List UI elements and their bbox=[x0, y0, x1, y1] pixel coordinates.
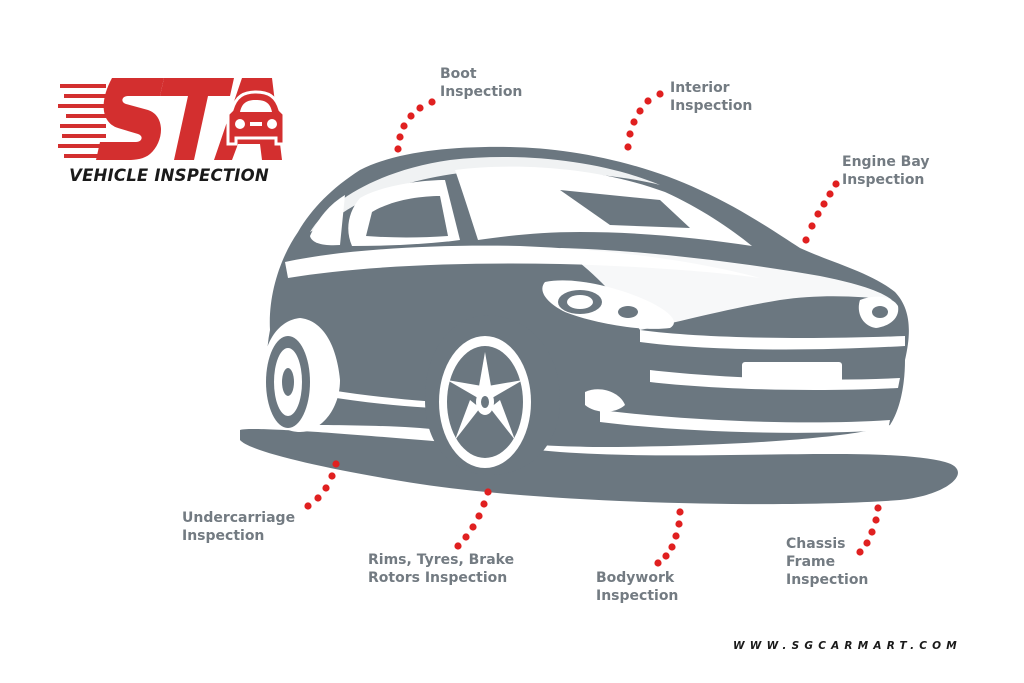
callout-line: Undercarriage bbox=[182, 510, 296, 526]
fog-light bbox=[585, 389, 625, 412]
callout-line: Rims, Tyres, Brake bbox=[368, 552, 515, 568]
callout-bodywork-inspection: Bodywork Inspection bbox=[596, 569, 678, 605]
callout-line: Rotors Inspection bbox=[368, 570, 508, 586]
callout-chassis-frame-inspection: Chassis Frame Inspection bbox=[786, 535, 868, 589]
callout-line: Inspection bbox=[182, 528, 265, 544]
callout-line: Boot bbox=[440, 66, 477, 82]
car-icon bbox=[226, 90, 286, 146]
website-url: WWW.SGCARMART.COM bbox=[733, 640, 962, 652]
callout-line: Engine Bay bbox=[842, 154, 930, 170]
callout-engine-bay-inspection: Engine Bay Inspection bbox=[842, 153, 930, 189]
number-plate bbox=[742, 362, 842, 388]
callout-line: Frame bbox=[786, 554, 836, 570]
callout-dots bbox=[304, 90, 882, 567]
callout-line: Inspection bbox=[786, 572, 869, 588]
callout-boot-inspection: Boot Inspection bbox=[440, 65, 522, 101]
callout-interior-inspection: Interior Inspection bbox=[670, 79, 752, 115]
ground-shadow bbox=[240, 429, 958, 505]
sta-logo: VEHICLE INSPECTION bbox=[56, 70, 286, 194]
callout-rims-tyres-brake-rotors-inspection: Rims, Tyres, Brake Rotors Inspection bbox=[368, 551, 514, 587]
callout-line: Inspection bbox=[670, 98, 753, 114]
callout-undercarriage-inspection: Undercarriage Inspection bbox=[182, 509, 295, 545]
callout-line: Interior bbox=[670, 80, 730, 96]
side-window-rear bbox=[310, 195, 345, 246]
logo-subtitle: VEHICLE INSPECTION bbox=[69, 166, 269, 185]
callout-line: Bodywork bbox=[596, 570, 675, 586]
callout-line: Chassis bbox=[786, 536, 846, 552]
callout-line: Inspection bbox=[440, 84, 523, 100]
sta-logo-mark bbox=[58, 78, 286, 160]
callout-line: Inspection bbox=[596, 588, 679, 604]
callout-line: Inspection bbox=[842, 172, 925, 188]
